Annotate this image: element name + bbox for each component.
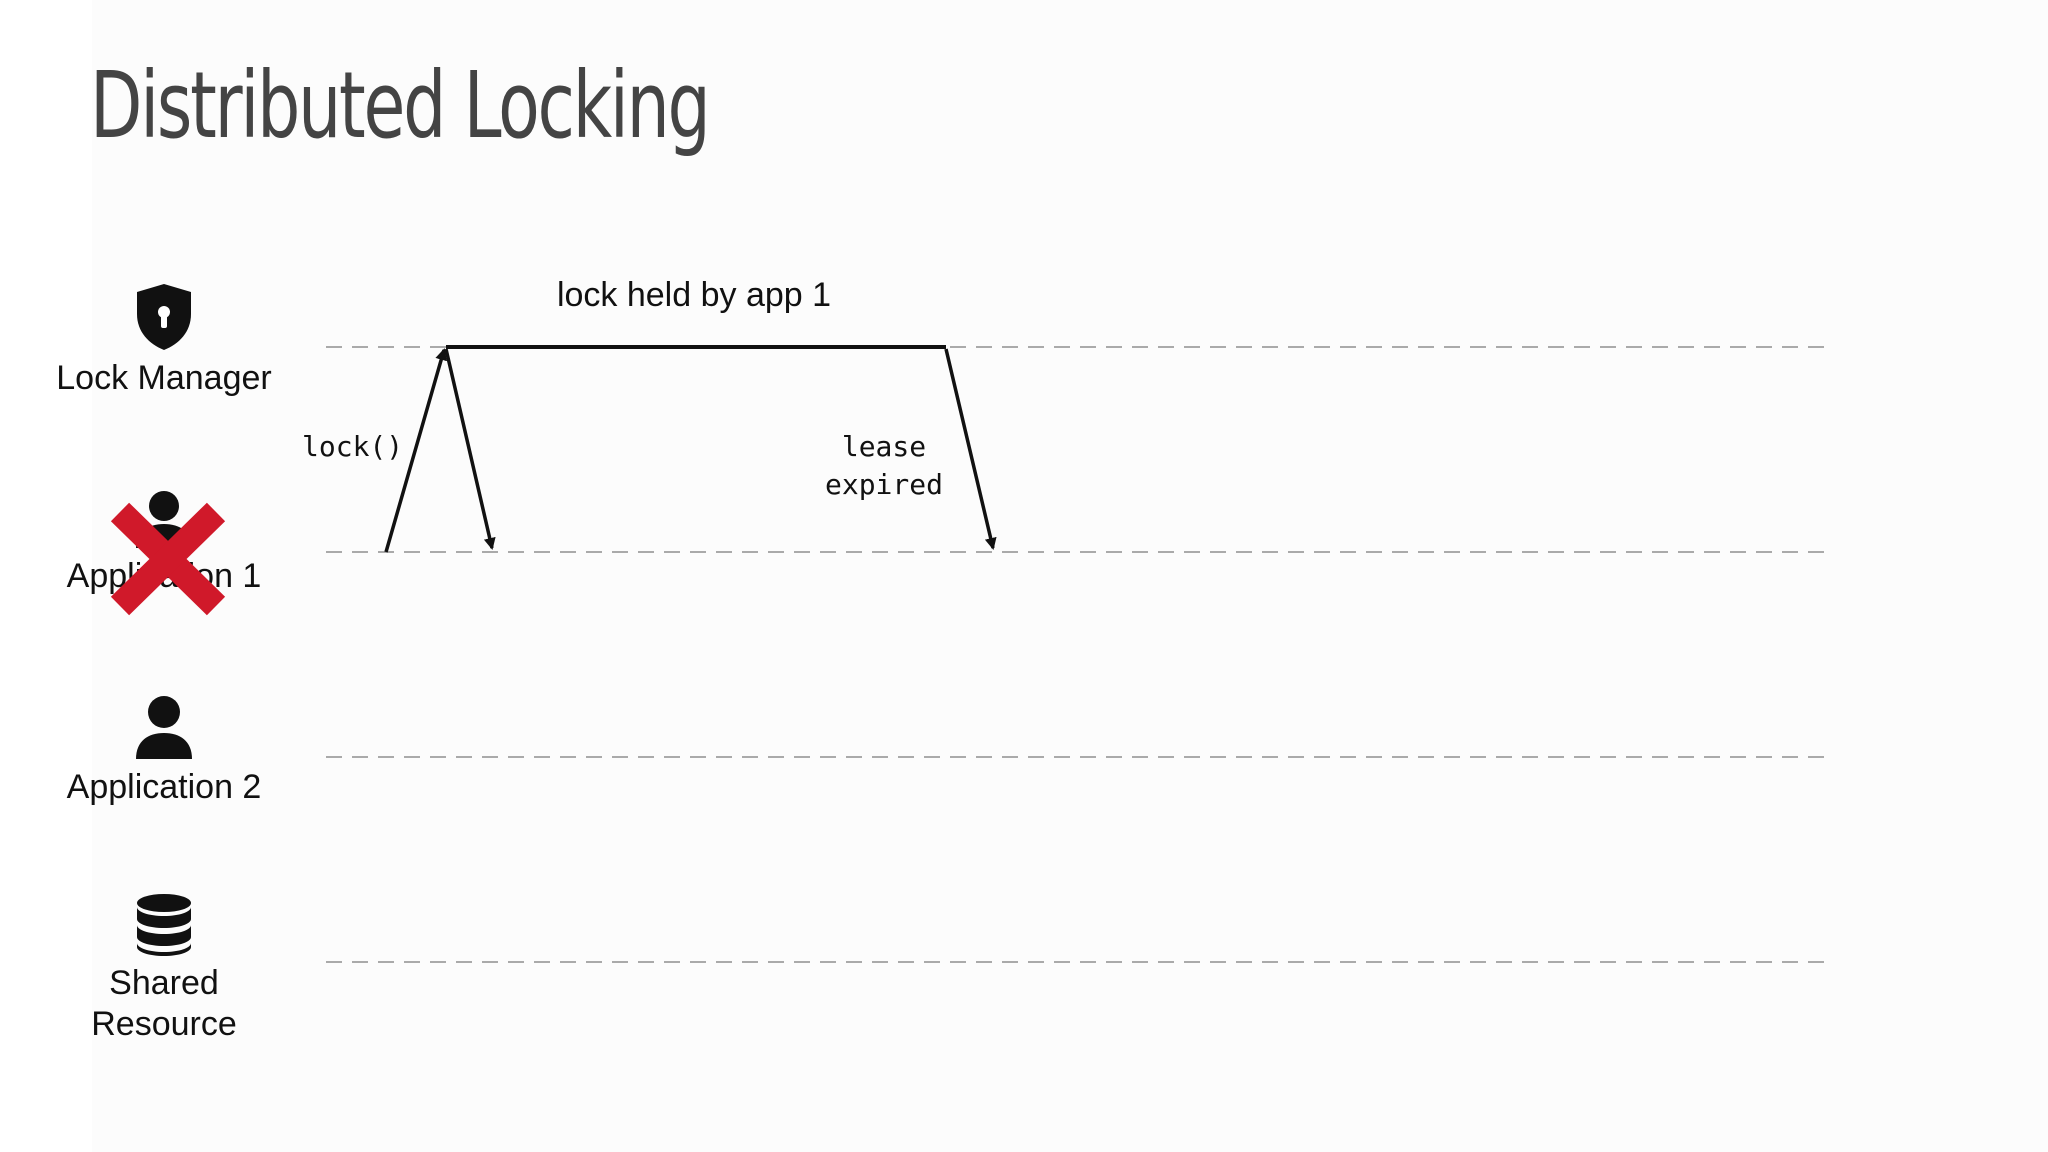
lock-granted-arrow bbox=[444, 348, 496, 550]
slide-title: Distributed Locking bbox=[90, 52, 711, 159]
shield-lock-icon bbox=[137, 284, 191, 350]
lease-label-line1: lease bbox=[842, 430, 926, 463]
user-icon bbox=[136, 696, 192, 759]
lock-call-label: lock() bbox=[302, 430, 403, 463]
actor-label-shared-resource: Shared Resource bbox=[91, 964, 237, 1043]
lease-label-line2: expired bbox=[825, 468, 943, 501]
actor-application-2: Application 2 bbox=[34, 695, 294, 808]
actor-shared-resource: Shared Resource bbox=[34, 893, 294, 1045]
slide-background bbox=[92, 0, 2048, 1152]
red-x-icon bbox=[110, 502, 226, 616]
database-icon bbox=[137, 894, 191, 956]
lease-expired-arrow bbox=[944, 348, 997, 550]
lock-held-label: lock held by app 1 bbox=[557, 276, 831, 314]
actor-label-application-2: Application 2 bbox=[66, 768, 262, 806]
actor-lock-manager: Lock Manager bbox=[34, 282, 294, 399]
actor-label-lock-manager: Lock Manager bbox=[56, 359, 272, 397]
lock-request-arrow bbox=[384, 348, 448, 553]
